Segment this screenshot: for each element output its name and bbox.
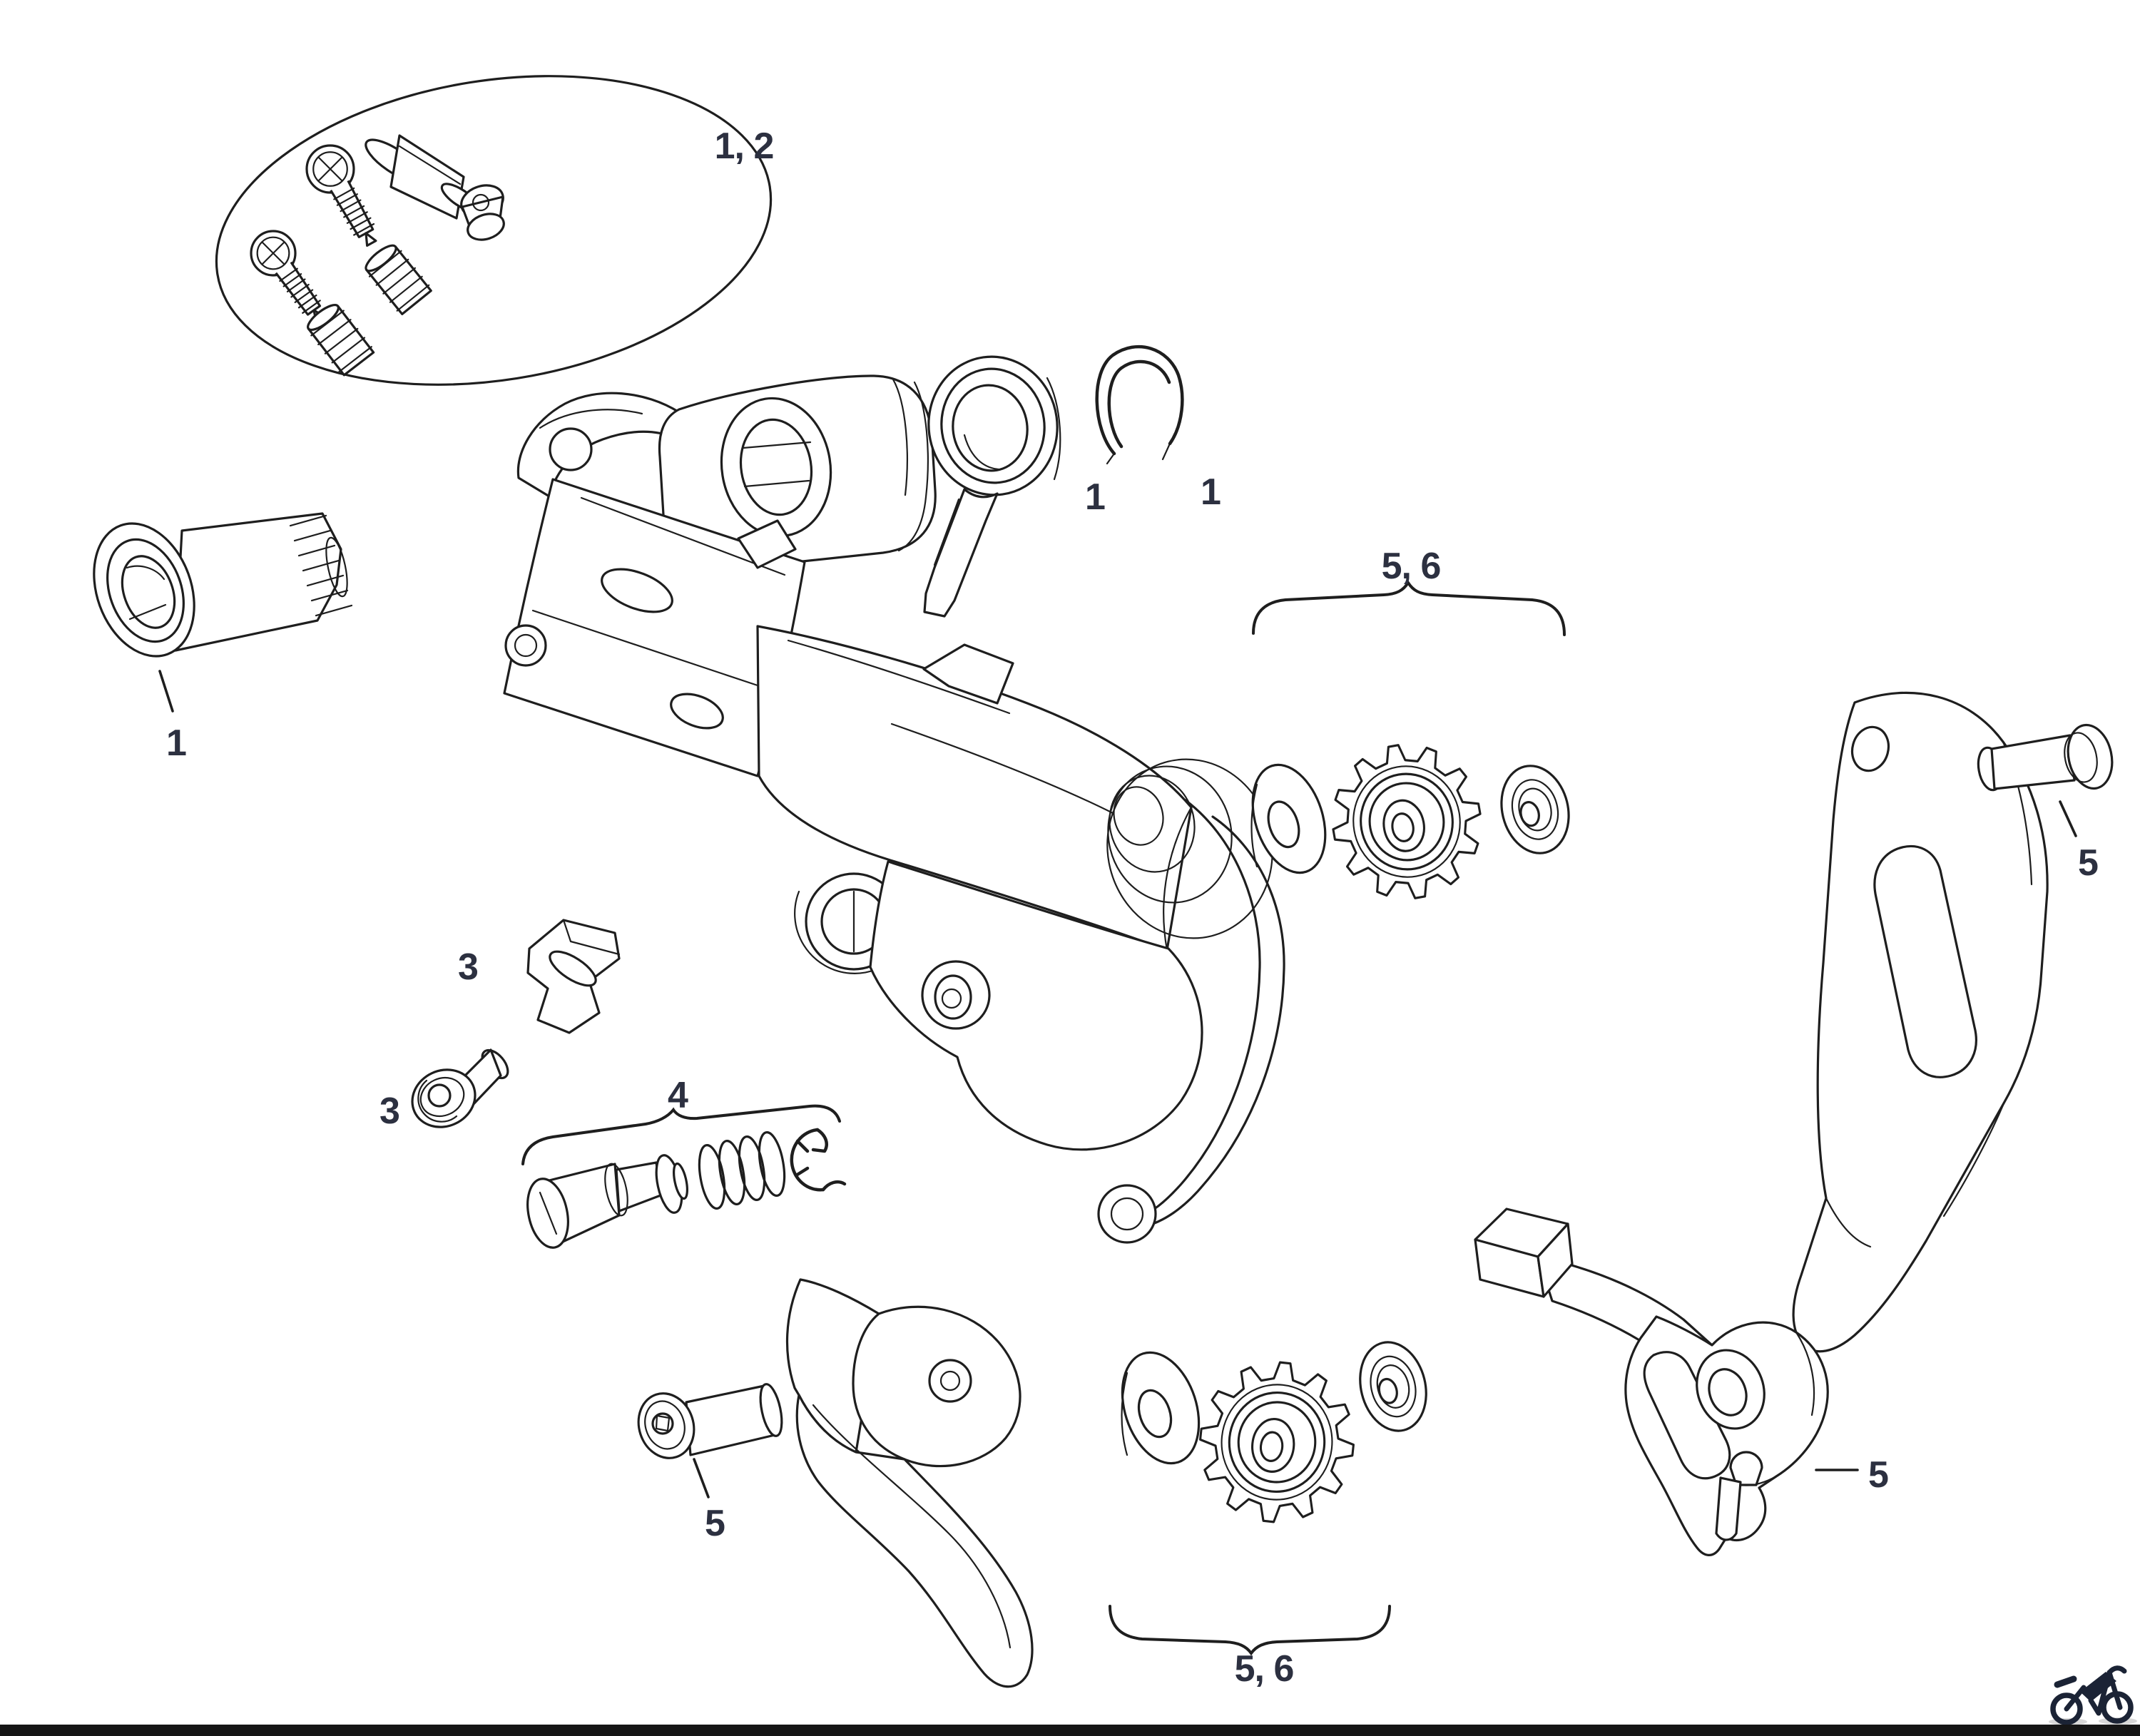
- knuckle-washer-group: [923, 355, 1061, 618]
- part-label-snap-ring: 1: [1201, 471, 1221, 513]
- part-label-b-screw-kit: 4: [668, 1075, 688, 1116]
- derailleur-body-group: [503, 374, 1285, 1688]
- b-screw-kit-brace: [521, 1104, 841, 1165]
- part-label-upper-pulley-kit: 5, 6: [1382, 546, 1441, 587]
- part-label-fastener-kit: 1, 2: [715, 126, 774, 167]
- cage-bolt-group: [637, 1383, 783, 1459]
- upper-pulley-brace: [1252, 580, 1566, 636]
- part-labels: 1, 2 1 1 1 3 3 4 5, 6 5 5 5 5, 6: [166, 126, 2099, 1690]
- part-label-outer-cage-bolt: 5: [2078, 842, 2098, 884]
- snap-ring-group: [1095, 344, 1184, 465]
- fastener-kit-group: [215, 75, 773, 386]
- b-bolt-group: [93, 512, 353, 658]
- part-label-cable-anchor-plate: 3: [458, 946, 478, 988]
- leader-lines: [158, 670, 2077, 1498]
- part-label-lower-pulley-kit: 5, 6: [1235, 1648, 1294, 1690]
- bicycle-icon: [2050, 1665, 2134, 1725]
- outer-cage-plate-group: [1792, 691, 2114, 1353]
- footer: [0, 1665, 2140, 1736]
- part-label-knuckle-washer: 1: [1085, 476, 1105, 518]
- part-label-cable-anchor-bolt: 3: [379, 1091, 399, 1132]
- part-label-inner-cage-bolt: 5: [705, 1503, 725, 1544]
- upper-pulley-group: [1250, 744, 1570, 899]
- b-screw-kit-group: [526, 1128, 847, 1249]
- cable-anchor-group: [411, 919, 621, 1128]
- footer-bar: [0, 1725, 2140, 1736]
- lower-pulley-brace: [1109, 1605, 1391, 1656]
- inner-cage-plate-group: [1474, 1207, 1829, 1556]
- group-braces: [521, 580, 1566, 1656]
- part-label-b-bolt: 1: [166, 723, 186, 764]
- part-label-inner-cage-plate: 5: [1868, 1454, 1888, 1496]
- lower-pulley-group: [1121, 1341, 1427, 1523]
